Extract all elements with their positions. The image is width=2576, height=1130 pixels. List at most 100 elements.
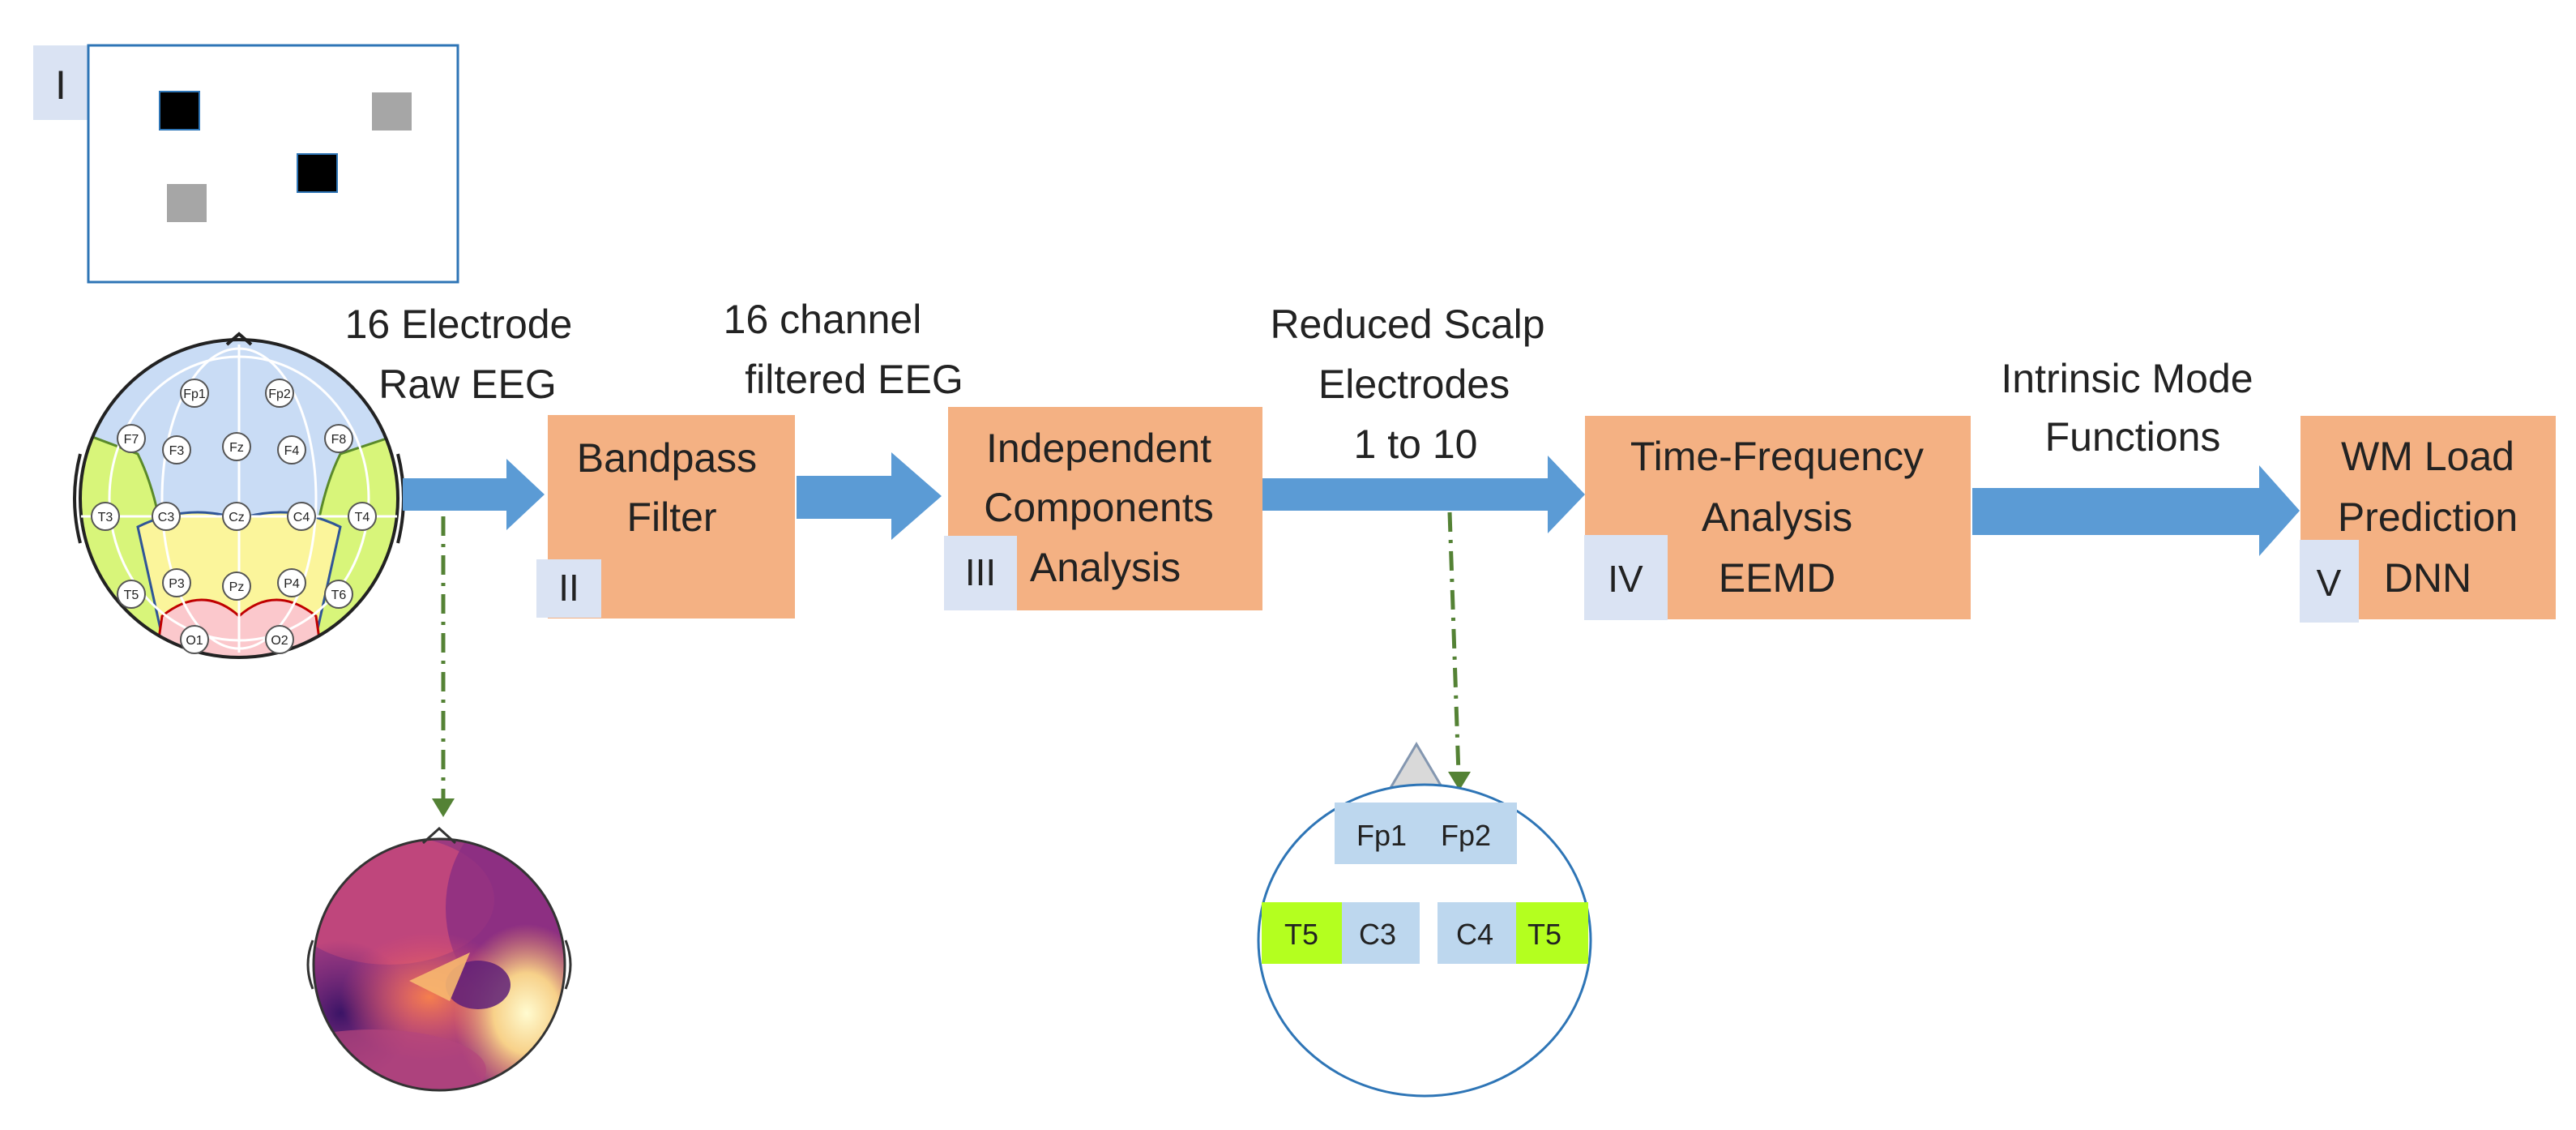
stage-tag [944, 536, 1017, 610]
arrow-ica-to-tf [1262, 456, 1585, 533]
electrode-f4: F4 [277, 435, 306, 464]
electrode-marker [180, 625, 209, 654]
electrode-fp2: Fp2 [265, 379, 294, 408]
electrode-label-c4: C4 [1456, 918, 1493, 951]
caption-imf-line: Functions [2045, 414, 2221, 460]
caption-filtered-eeg-line: 16 channel [724, 297, 922, 342]
electrode-label: Cz [229, 511, 245, 524]
electrode-marker [180, 379, 209, 408]
block-arrows [403, 452, 2300, 556]
electrode-label-t5-left: T5 [1284, 918, 1318, 951]
electrode-label: T4 [355, 511, 370, 524]
electrode-o2: O2 [265, 625, 294, 654]
electrode-t5-right [1516, 902, 1588, 964]
dashed-arrowhead [432, 798, 455, 817]
arrow-raw-to-filter [403, 459, 545, 530]
electrode-marker [348, 502, 377, 531]
electrode-label: Pz [229, 580, 245, 594]
electrode-pz: Pz [222, 571, 251, 601]
electrode-f7: F7 [117, 424, 146, 453]
electrode-marker [277, 568, 306, 597]
electrode-fz: Fz [222, 432, 251, 461]
stage-title-line: Prediction [2338, 494, 2518, 540]
stage-tag-label: III [965, 551, 996, 593]
electrode-label: T6 [331, 589, 347, 602]
caption-reduced-electrodes-line: Reduced Scalp [1270, 302, 1544, 347]
electrode-fp1: Fp1 [180, 379, 209, 408]
electrode-f8: F8 [324, 424, 353, 453]
panel-I-label: I [55, 62, 66, 108]
stage-title-line: Analysis [1702, 494, 1852, 540]
stage-V-box: V WM Load Prediction DNN [2300, 416, 2556, 623]
stage-tag-label: V [2317, 562, 2342, 604]
electrode-label: Fp2 [268, 387, 291, 401]
caption-filtered-eeg-line: filtered EEG [745, 357, 963, 402]
caption-reduced-electrodes-line: 1 to 10 [1354, 422, 1478, 467]
electrode-t5: T5 [117, 580, 146, 609]
electrode-label: F8 [331, 433, 347, 447]
stage-IV-box: IV Time-Frequency Analysis EEMD [1584, 416, 1971, 620]
stage-tag [536, 559, 601, 618]
electrode-c3 [1342, 902, 1420, 964]
electrode-p4: P4 [277, 568, 306, 597]
electrode-marker [265, 379, 294, 408]
electrode-marker [287, 502, 316, 531]
dashed-connectors [432, 511, 1471, 817]
stage-title-line: DNN [2384, 555, 2471, 601]
nose-mark [225, 332, 253, 346]
topographic-map [306, 826, 572, 1092]
arrow-filter-to-ica [797, 452, 942, 540]
electrode-marker [277, 435, 306, 464]
electrode-marker [117, 424, 146, 453]
topo-left-ear [306, 940, 314, 990]
stimulus-square-gray [167, 184, 207, 222]
electrode-marker [222, 502, 251, 531]
stage-title-line: EEMD [1719, 555, 1835, 601]
electrode-t3: T3 [91, 502, 120, 531]
electrode-label: O1 [186, 634, 203, 648]
electrode-label: F7 [124, 433, 139, 447]
electrode-label: F4 [284, 444, 300, 458]
topo-right-ear [564, 940, 572, 990]
electrode-marker [162, 568, 191, 597]
stage-title-line: Independent [986, 426, 1211, 471]
stage-tag-label: IV [1608, 558, 1643, 600]
stage-title-line: Time-Frequency [1630, 434, 1924, 479]
stage-title-line: Bandpass [577, 435, 757, 481]
topo-streak [409, 952, 470, 1001]
electrode-label: Fz [229, 441, 244, 455]
electrode-label: P4 [284, 577, 300, 591]
electrode-label-t5-right: T5 [1527, 918, 1561, 951]
dashed-arrowhead [1448, 772, 1471, 790]
electrode-t6: T6 [324, 580, 353, 609]
electrode-marker [162, 435, 191, 464]
electrode-label-c3: C3 [1359, 918, 1396, 951]
electrode-c4 [1438, 902, 1516, 964]
electrode-marker [91, 502, 120, 531]
electrode-label: P3 [169, 577, 185, 591]
stage-tag [1584, 535, 1668, 620]
electrode-p3: P3 [162, 568, 191, 597]
topo-dark-spot [446, 961, 511, 1009]
electrode-cz: Cz [222, 502, 251, 531]
stimulus-square-gray [372, 92, 412, 131]
panel-I: I [33, 44, 459, 284]
stage-III-box: III Independent Components Analysis [944, 407, 1262, 610]
caption-imf-line: Intrinsic Mode [2001, 356, 2253, 401]
topo-nose [421, 826, 457, 845]
caption-reduced-electrodes-line: Electrodes [1318, 362, 1510, 407]
electrode-label: F3 [169, 444, 185, 458]
electrode-marker [324, 580, 353, 609]
electrode-label: C4 [293, 511, 310, 524]
stage-title-line: Filter [626, 494, 716, 540]
stage-title-line: Analysis [1030, 545, 1181, 590]
electrode-label-fp2: Fp2 [1441, 819, 1491, 852]
electrode-label: T3 [98, 511, 113, 524]
stimulus-square-black [297, 153, 338, 193]
reduced-electrode-head: Fp1 Fp2 T5 C3 C4 T5 [1257, 742, 1592, 1098]
electrode-marker [324, 424, 353, 453]
arrow-captions: 16 Electrode Raw EEG 16 channel filtered… [345, 297, 2253, 467]
head-grid [81, 345, 397, 653]
topo-outline [312, 837, 566, 1092]
